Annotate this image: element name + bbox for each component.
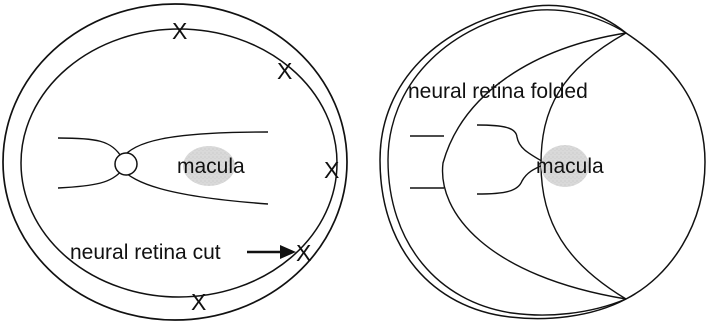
folded-vessel-lower xyxy=(477,164,545,194)
left-macula-label: macula xyxy=(177,155,245,178)
folded-vessel-upper xyxy=(477,125,545,163)
left-optic-disc xyxy=(115,153,137,175)
cut-mark-upper-right: X xyxy=(277,58,292,84)
right-eye-panel: macula neural retina folded xyxy=(380,5,705,318)
right-macula-label: macula xyxy=(536,155,604,178)
cut-mark-bottom: X xyxy=(191,289,206,315)
cut-arrow-head xyxy=(280,245,296,259)
neural-retina-cut-label: neural retina cut xyxy=(70,241,221,264)
cut-mark-right: X xyxy=(324,157,339,183)
left-eye-panel: macula X X X X X neural retina cut xyxy=(3,4,347,320)
left-outer-eye-outline xyxy=(3,4,347,320)
cut-mark-lower-right: X xyxy=(296,240,311,266)
cut-mark-top: X xyxy=(172,18,187,44)
neural-retina-folded-label: neural retina folded xyxy=(408,80,588,103)
